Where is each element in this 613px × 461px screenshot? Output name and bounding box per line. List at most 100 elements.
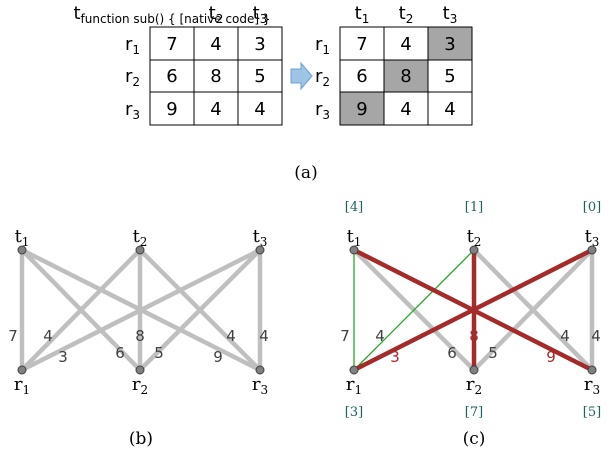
weight-b-r1-t3: 3: [58, 348, 68, 366]
node-c-t1: [349, 245, 359, 255]
panel-b: 7 4 3 6 8 5 9 4 4 t1 t2 t3 r1 r2 r3: [8, 226, 269, 449]
right-col-header-1: t1: [355, 3, 370, 26]
highlight-r1-t3: [428, 27, 472, 60]
right-cell-r3-t3: 4: [444, 99, 455, 120]
right-col-header-2: t2: [399, 3, 414, 26]
left-cell-r1-t2: 4: [210, 34, 221, 55]
weight-b-r3-t3: 4: [259, 327, 269, 345]
right-cell-r2-t3: 5: [444, 66, 455, 87]
right-cell-r3-t2: 4: [400, 99, 411, 120]
left-col-header-1: tfunction sub() { [native code] }: [73, 3, 270, 26]
weight-b-r2-t2: 8: [135, 327, 145, 345]
edge-c-r1-t2: [353, 249, 475, 371]
node-b-t1: [17, 245, 27, 255]
node-b-r1: [17, 365, 27, 375]
node-c-r3: [587, 365, 597, 375]
label-b-t3: t3: [253, 226, 268, 249]
right-row-header-3: r3: [315, 99, 330, 122]
weight-b-r2-t1: 6: [115, 344, 125, 362]
weight-c-r1-t2: 4: [375, 327, 385, 345]
potential-t2: [1]: [465, 200, 483, 215]
panel-a: tfunction sub() { [native code] } t2 t3 …: [73, 3, 473, 183]
right-matrix: t1 t2 t3 r1 r2 r3 7 4 3 6 8 5 9 4 4: [315, 3, 473, 126]
label-c-r1: r1: [346, 374, 362, 397]
left-row-header-1: r1: [125, 34, 140, 57]
left-cell-r1-t3: 3: [254, 34, 265, 55]
caption-b: (b): [129, 429, 153, 449]
weight-b-r2-t3: 5: [154, 344, 164, 362]
node-c-t2: [469, 245, 479, 255]
potential-r3: [5]: [583, 405, 601, 420]
node-b-t2: [135, 245, 145, 255]
left-row-header-3: r3: [125, 99, 140, 122]
label-c-t2: t2: [467, 226, 482, 249]
node-b-r2: [135, 365, 145, 375]
right-cell-r2-t2: 8: [400, 66, 411, 87]
panel-b-edges: [19, 247, 263, 373]
label-b-t2: t2: [133, 226, 148, 249]
weight-c-r1-t3: 3: [390, 348, 400, 366]
edge-b-r2-t3: [137, 247, 263, 373]
weight-c-r3-t3: 4: [591, 327, 601, 345]
label-b-r2: r2: [132, 374, 148, 397]
right-cell-r3-t1: 9: [356, 99, 367, 120]
right-cell-r1-t1: 7: [356, 34, 367, 55]
weight-b-r1-t1: 7: [8, 327, 18, 345]
weight-c-r2-t2: 8: [469, 327, 479, 345]
label-c-t3: t3: [585, 226, 600, 249]
node-c-t3: [587, 245, 597, 255]
label-b-r1: r1: [14, 374, 30, 397]
right-cell-r1-t2: 4: [400, 34, 411, 55]
weight-b-r3-t1: 9: [213, 348, 223, 366]
left-cell-r2-t2: 8: [210, 66, 221, 87]
weight-b-r3-t2: 4: [226, 327, 236, 345]
right-matrix-border: [339, 26, 473, 126]
panel-c: [4] [1] [0] [3] [7] [5] 7 4: [340, 200, 601, 449]
weight-c-r3-t2: 4: [560, 327, 570, 345]
node-c-r1: [349, 365, 359, 375]
panel-c-weights: 7 4 3 6 8 5 9 4 4: [340, 327, 601, 366]
right-cell-r2-t1: 6: [356, 66, 367, 87]
left-matrix: tfunction sub() { [native code] } t2 t3 …: [73, 3, 283, 126]
potential-t1: [4]: [345, 200, 363, 215]
right-arrow-icon: [290, 61, 313, 91]
label-c-r2: r2: [466, 374, 482, 397]
left-col-header-3: t3: [253, 3, 268, 26]
potential-r1: [3]: [345, 405, 363, 420]
left-col-header-2: t2: [209, 3, 224, 26]
caption-c: (c): [463, 429, 486, 449]
edge-c-r2-t3: [471, 247, 595, 373]
edge-b-r1-t3: [19, 247, 263, 373]
label-b-r3: r3: [252, 374, 268, 397]
left-row-header-2: r2: [125, 66, 140, 89]
right-row-header-2: r2: [315, 66, 330, 89]
label-c-t1: t1: [347, 226, 362, 249]
highlight-r3-t1: [340, 92, 384, 125]
right-row-header-1: r1: [315, 34, 330, 57]
node-b-r3: [255, 365, 265, 375]
potential-r2: [7]: [465, 405, 483, 420]
left-cell-r1-t1: 7: [166, 34, 177, 55]
label-b-t1: t1: [15, 226, 30, 249]
node-c-r2: [469, 365, 479, 375]
panel-c-potentials: [4] [1] [0] [3] [7] [5]: [345, 200, 601, 420]
panel-b-weights: 7 4 3 6 8 5 9 4 4: [8, 327, 269, 366]
panel-b-nodes: [17, 245, 265, 375]
weight-c-r2-t1: 6: [447, 344, 457, 362]
left-matrix-border: [149, 26, 283, 126]
weight-c-r1-t1: 7: [340, 327, 350, 345]
weight-b-r1-t2: 4: [43, 327, 53, 345]
left-cell-r3-t1: 9: [166, 99, 177, 120]
left-cell-r3-t2: 4: [210, 99, 221, 120]
label-c-r3: r3: [584, 374, 600, 397]
edge-b-r1-t2: [19, 247, 143, 373]
highlight-r2-t2: [384, 60, 428, 92]
panel-c-nodes: [349, 245, 597, 375]
left-cell-r2-t3: 5: [254, 66, 265, 87]
caption-a: (a): [294, 163, 317, 183]
weight-c-r3-t1: 9: [546, 348, 556, 366]
weight-c-r2-t3: 5: [488, 344, 498, 362]
panel-c-equality-edges: [353, 249, 475, 371]
potential-t3: [0]: [583, 200, 601, 215]
